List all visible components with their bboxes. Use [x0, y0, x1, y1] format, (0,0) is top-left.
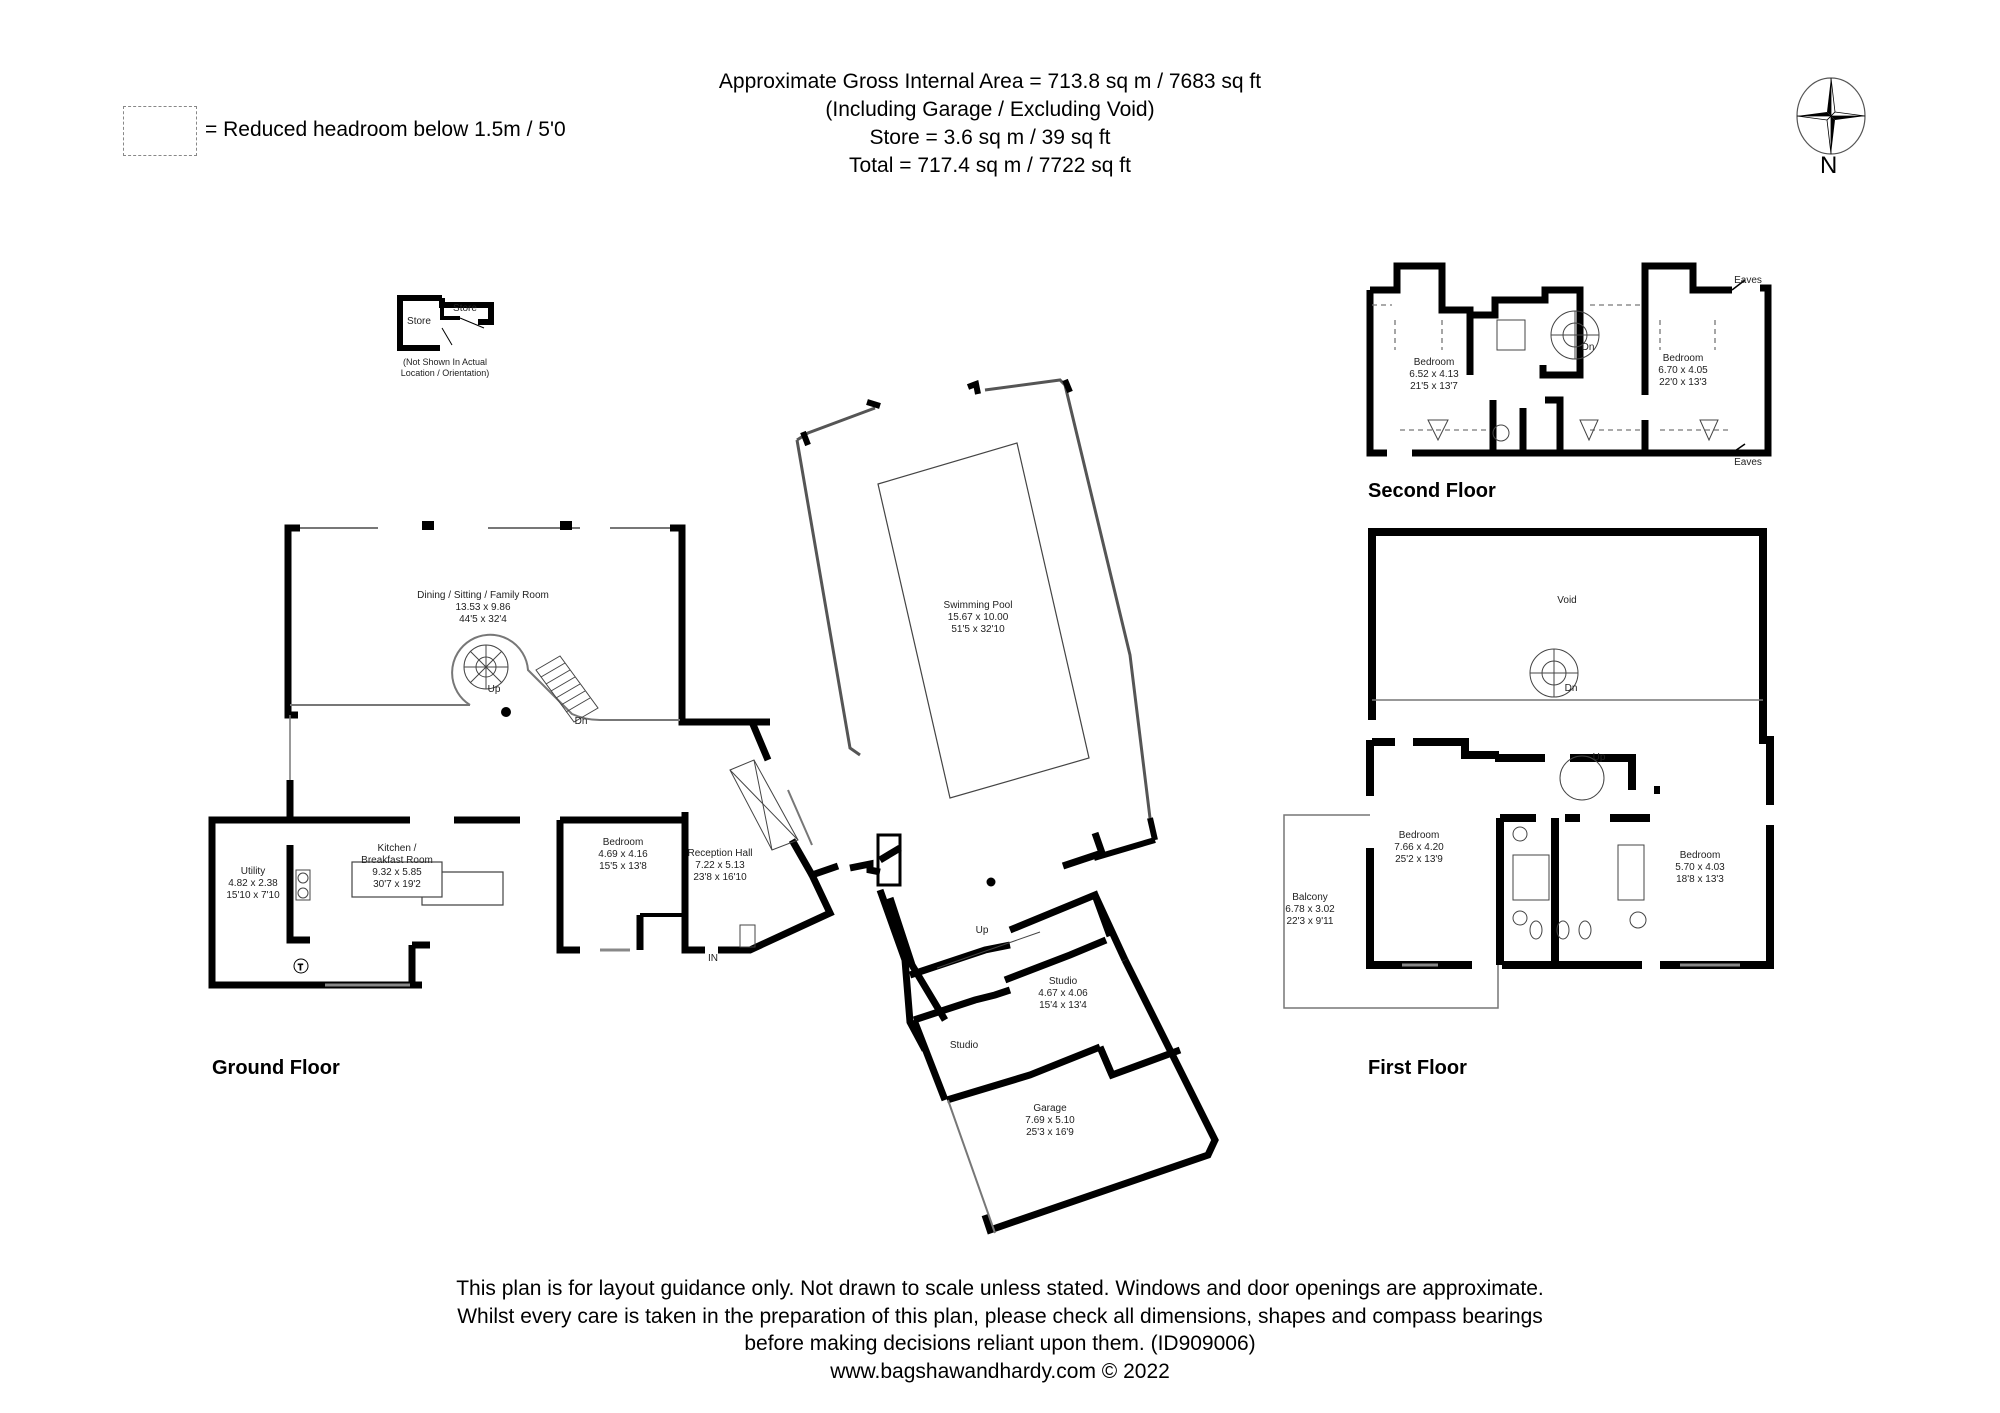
room-garage: Garage 7.69 x 5.10 25'3 x 16'9 — [1025, 1103, 1075, 1138]
room-second-bedroom-1: Bedroom 6.52 x 4.13 21'5 x 13'7 — [1409, 357, 1459, 392]
store-label-2: Store — [453, 303, 477, 314]
disclaimer: This plan is for layout guidance only. N… — [300, 1275, 1700, 1385]
room-utility: Utility 4.82 x 2.38 15'10 x 7'10 — [226, 866, 280, 901]
room-ground-bedroom: Bedroom 4.69 x 4.16 15'5 x 13'8 — [598, 837, 648, 872]
website-copyright: www.bagshawandhardy.com © 2022 — [830, 1359, 1170, 1383]
first-stair-down-label: Dn — [1564, 683, 1578, 694]
store-annex — [397, 295, 494, 351]
disclaimer-line-1: This plan is for layout guidance only. N… — [456, 1277, 1544, 1300]
second-stair-down-label: Dn — [1581, 342, 1595, 353]
disclaimer-line-2: Whilst every care is taken in the prepar… — [457, 1304, 1543, 1328]
area-note: (Including Garage / Excluding Void) — [825, 98, 1155, 121]
gross-internal-area: Approximate Gross Internal Area = 713.8 … — [718, 70, 1262, 93]
room-first-bedroom-1: Bedroom 7.66 x 4.20 25'2 x 13'9 — [1394, 830, 1444, 865]
pool-hall-walls — [849, 831, 1107, 1052]
stair-up-label-2: Up — [975, 925, 989, 936]
room-second-bedroom-2: Bedroom 6.70 x 4.05 22'0 x 13'3 — [1658, 353, 1708, 388]
first-stair-up-label: Up — [1592, 752, 1606, 763]
eaves-top-label: Eaves — [1734, 275, 1762, 286]
eaves-bottom-label: Eaves — [1734, 457, 1762, 468]
room-reception-hall: Reception Hall 7.22 x 5.13 23'8 x 16'10 — [687, 848, 753, 883]
second-floor-label: Second Floor — [1368, 480, 1496, 502]
area-summary: Approximate Gross Internal Area = 713.8 … — [590, 68, 1390, 180]
room-studio-1: Studio 4.67 x 4.06 15'4 x 13'4 — [1038, 976, 1088, 1011]
room-first-bedroom-2: Bedroom 5.70 x 4.03 18'8 x 13'3 — [1675, 850, 1725, 885]
compass-rose-icon — [1796, 77, 1866, 155]
ground-floor-label: Ground Floor — [212, 1057, 340, 1079]
total-area: Total = 717.4 sq m / 7722 sq ft — [849, 154, 1131, 177]
legend-text: = Reduced headroom below 1.5m / 5'0 — [205, 118, 566, 141]
entrance-in-label: IN — [708, 953, 718, 964]
room-dining-sitting-family: Dining / Sitting / Family Room 13.53 x 9… — [417, 590, 549, 625]
room-balcony: Balcony 6.78 x 3.02 22'3 x 9'11 — [1285, 892, 1335, 927]
room-studio-2: Studio — [949, 1040, 979, 1051]
stair-down-label: Dn — [574, 716, 588, 727]
first-floor-label: First Floor — [1368, 1057, 1467, 1079]
studio-garage-walls — [886, 890, 1219, 1235]
svg-text:T: T — [298, 963, 303, 972]
compass-north-label: N — [1820, 152, 1838, 179]
second-floor-walls — [1366, 262, 1772, 457]
kitchen-walls — [208, 780, 682, 989]
store-area: Store = 3.6 sq m / 39 sq ft — [869, 126, 1111, 149]
room-void: Void — [1557, 595, 1577, 606]
reduced-headroom-legend-icon — [123, 106, 197, 156]
room-swimming-pool: Swimming Pool 15.67 x 10.00 51'5 x 32'10 — [943, 600, 1013, 635]
store-annex-note: (Not Shown In Actual Location / Orientat… — [400, 357, 490, 378]
stair-up-label: Up — [487, 684, 501, 695]
disclaimer-line-3: before making decisions reliant upon the… — [744, 1332, 1256, 1355]
bedroom-reception-walls — [556, 718, 840, 954]
room-kitchen-breakfast: Kitchen / Breakfast Room 9.32 x 5.85 30'… — [361, 843, 433, 890]
store-label-1: Store — [407, 316, 431, 327]
